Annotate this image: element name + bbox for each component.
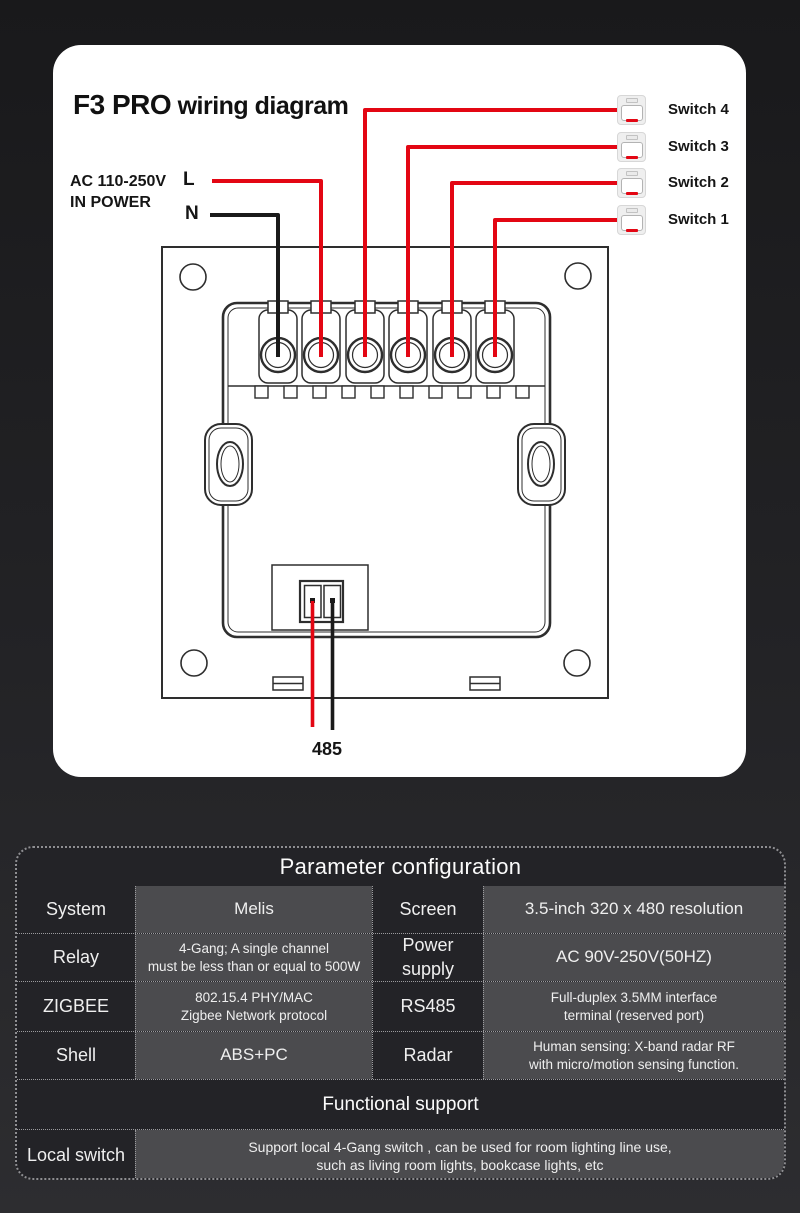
switch-3-label: Switch 3 [668, 138, 729, 155]
switch-2-label: Switch 2 [668, 174, 729, 191]
switch-2-icon [617, 168, 646, 198]
spec-value-radar: Human sensing: X-band radar RF with micr… [483, 1032, 784, 1079]
spec-label-radar: Radar [372, 1032, 483, 1079]
wiring-diagram-card: F3 PRO wiring diagram AC 110-250V IN POW… [53, 45, 746, 777]
neutral-wire-label: N [185, 203, 199, 224]
diagram-title-text: wiring diagram [171, 92, 349, 120]
switch-tab [625, 135, 638, 140]
switch-tab [625, 208, 638, 213]
switch-tab [625, 171, 638, 176]
switch-4-icon [617, 95, 646, 125]
spec-value-local-switch: Support local 4-Gang switch , can be use… [135, 1130, 784, 1178]
table-row: Shell ABS+PC Radar Human sensing: X-band… [17, 1031, 784, 1079]
wire-switch2 [450, 181, 619, 357]
switch-indicator-bar [625, 156, 638, 159]
switch-tab [625, 98, 638, 103]
wire-neutral [210, 213, 280, 357]
mounting-wings [204, 423, 566, 506]
parameter-table: Parameter configuration System Melis Scr… [15, 846, 786, 1180]
spec-label-local-switch: Local switch [26, 1145, 126, 1166]
table-row: Relay 4-Gang; A single channel must be l… [17, 933, 784, 981]
spec-value-system: Melis [135, 886, 372, 933]
spec-label-system: System [45, 898, 106, 919]
spec-label-relay: Relay [52, 946, 100, 967]
functional-support-header: Functional support [17, 1079, 784, 1129]
spec-value-power-supply: AC 90V-250V(50HZ) [483, 934, 784, 981]
diagram-title: F3 PRO wiring diagram [73, 89, 349, 121]
switch-1-label: Switch 1 [668, 211, 729, 228]
table-row: System Melis Screen 3.5-inch 320 x 480 r… [17, 886, 784, 933]
diagram-title-product: F3 PRO [73, 89, 172, 120]
spec-value-zigbee: 802.15.4 PHY/MAC Zigbee Network protocol [135, 982, 372, 1031]
spec-value-relay: 4-Gang; A single channel must be less th… [135, 934, 372, 981]
live-wire-label: L [183, 169, 195, 190]
spec-label-power-supply: Power supply [372, 934, 483, 981]
wiring-diagram-drawing [161, 108, 619, 730]
switch-indicator-bar [625, 229, 638, 232]
spec-label-shell: Shell [55, 1044, 97, 1065]
spec-value-screen: 3.5-inch 320 x 480 resolution [483, 886, 784, 933]
wire-switch4 [363, 108, 619, 357]
rs485-connector [271, 564, 369, 631]
wire-switch3 [406, 145, 619, 357]
wire-switch1 [493, 218, 619, 357]
table-title: Parameter configuration [279, 854, 522, 879]
switch-4-label: Switch 4 [668, 101, 729, 118]
spec-value-rs485: Full-duplex 3.5MM interface terminal (re… [483, 982, 784, 1031]
power-input-label: AC 110-250V IN POWER [70, 173, 167, 212]
spec-label-zigbee: ZIGBEE [42, 995, 109, 1016]
wire-live [212, 179, 323, 357]
table-row: Local switch Support local 4-Gang switch… [17, 1129, 784, 1178]
table-row: ZIGBEE 802.15.4 PHY/MAC Zigbee Network p… [17, 981, 784, 1031]
switch-1-icon [617, 205, 646, 235]
spec-label-screen: Screen [372, 886, 483, 933]
spec-label-rs485: RS485 [372, 982, 483, 1031]
switch-indicator-bar [625, 192, 638, 195]
switch-3-icon [617, 132, 646, 162]
spec-value-shell: ABS+PC [135, 1032, 372, 1079]
switch-indicator-bar [625, 119, 638, 122]
rs485-port-label: 485 [311, 739, 343, 759]
